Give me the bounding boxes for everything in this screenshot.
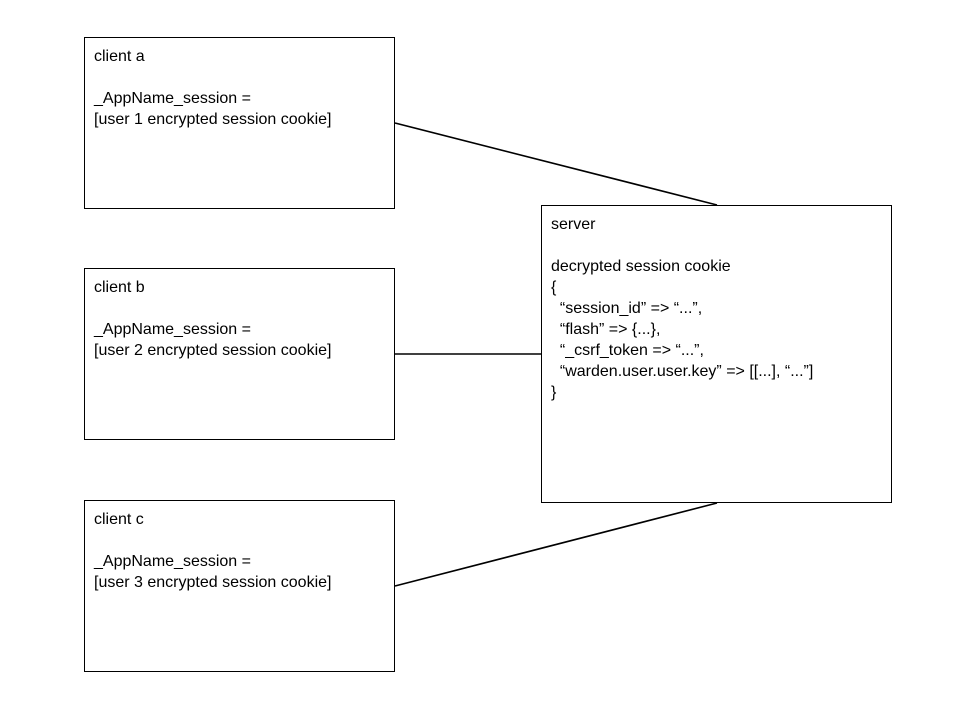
server-code-line: “_csrf_token => “...”, [551,342,704,359]
client-a-session-value: [user 1 encrypted session cookie] [94,111,332,128]
client-c-box: client c _AppName_session = [user 3 encr… [84,500,395,672]
client-b-session-value: [user 2 encrypted session cookie] [94,342,332,359]
server-title: server [551,216,596,233]
client-c-session-var: _AppName_session = [94,553,251,570]
server-code-line: { [551,279,557,296]
client-b-session-var: _AppName_session = [94,321,251,338]
server-code-line: } [551,384,557,401]
connector-client-a-server [394,122,718,206]
server-subtitle: decrypted session cookie [551,258,731,275]
client-b-box: client b _AppName_session = [user 2 encr… [84,268,395,440]
server-code-line: “session_id” => “...”, [551,300,703,317]
client-c-session-value: [user 3 encrypted session cookie] [94,574,332,591]
server-code-line: “flash” => {...}, [551,321,661,338]
client-a-box: client a _AppName_session = [user 1 encr… [84,37,395,209]
server-box: server decrypted session cookie { “sessi… [541,205,892,503]
client-c-title: client c [94,511,144,528]
server-code-line: “warden.user.user.key” => [[...], “...”] [551,363,814,380]
client-b-title: client b [94,279,145,296]
connector-client-c-server [394,502,718,587]
client-a-title: client a [94,48,145,65]
client-a-session-var: _AppName_session = [94,90,251,107]
